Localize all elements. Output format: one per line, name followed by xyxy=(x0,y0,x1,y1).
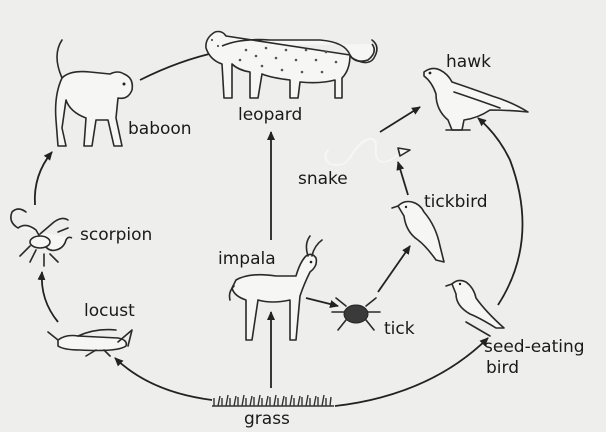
arrow-tick-to-tickbird xyxy=(378,246,410,292)
label-scorpion: scorpion xyxy=(80,225,152,245)
label-tick: tick xyxy=(384,319,415,339)
arrow-impala-to-tick xyxy=(306,298,338,306)
locust-illustration xyxy=(48,330,132,356)
label-seed-eating: seed-eating xyxy=(484,337,585,357)
arrow-tickbird-to-snake xyxy=(398,162,408,195)
leopard-illustration xyxy=(206,32,377,99)
label-bird: bird xyxy=(486,358,519,378)
label-grass: grass xyxy=(244,409,290,429)
baboon-illustration xyxy=(56,40,133,146)
grass-illustration xyxy=(212,395,334,406)
label-baboon: baboon xyxy=(128,119,192,139)
hawk-illustration xyxy=(424,68,528,130)
arrow-baboon-to-leopard xyxy=(140,52,218,80)
label-hawk: hawk xyxy=(446,52,491,72)
arrow-grass-to-locust xyxy=(115,358,212,400)
arrow-scorpion-to-baboon xyxy=(35,152,52,205)
label-locust: locust xyxy=(84,301,135,321)
snake-illustration xyxy=(325,139,410,165)
seed-eating-bird-illustration xyxy=(446,280,504,336)
scorpion-illustration xyxy=(11,209,72,266)
label-impala: impala xyxy=(218,249,276,269)
arrow-locust-to-scorpion xyxy=(42,272,58,322)
arrow-grass-to-seedbird xyxy=(335,338,488,406)
label-snake: snake xyxy=(298,169,348,189)
label-leopard: leopard xyxy=(238,105,302,125)
tick-illustration xyxy=(332,298,380,330)
arrow-snake-to-hawk xyxy=(380,107,420,132)
label-tickbird: tickbird xyxy=(424,192,488,212)
